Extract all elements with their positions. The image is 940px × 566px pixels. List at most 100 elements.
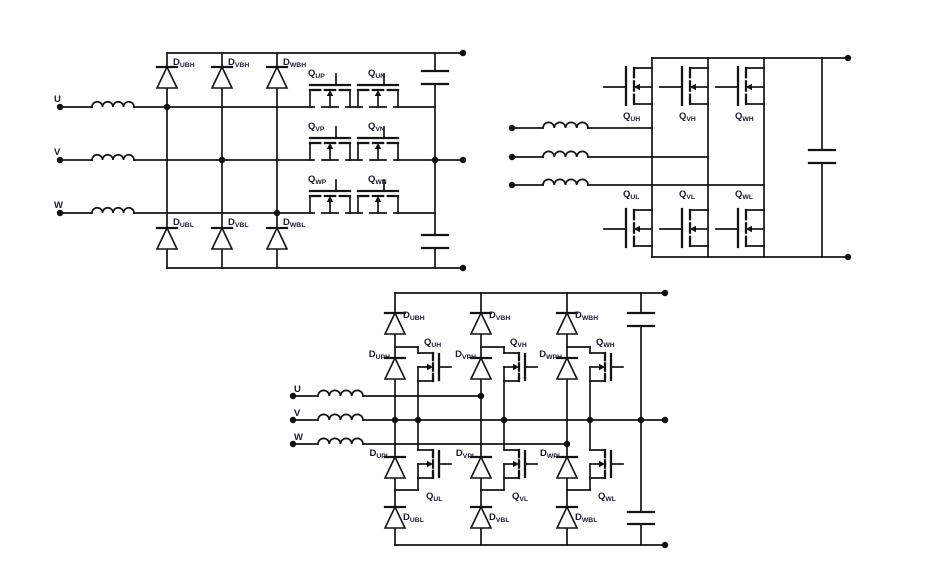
diode-dvbl — [469, 505, 493, 529]
inductor-3 — [542, 178, 589, 186]
diode-dubl — [155, 226, 179, 250]
diode-dwbh — [555, 311, 579, 335]
mosfet-qwl — [715, 207, 765, 249]
diode-dvpl — [469, 455, 493, 479]
label-qvl: QVL — [512, 491, 528, 503]
junction-dot — [661, 541, 669, 549]
mosfet-qvp — [308, 126, 352, 161]
label-dubl: DUBL — [173, 217, 194, 229]
label-dwpl: DWPL — [540, 448, 562, 460]
label-dubl: DUBL — [403, 512, 424, 524]
diode-triangle — [469, 505, 493, 529]
junction-dot — [459, 264, 467, 272]
body-diode-arrow — [634, 83, 640, 91]
junction-dot — [56, 103, 64, 111]
label-qvn: QVN — [368, 121, 385, 133]
junction-dot — [477, 392, 485, 400]
label-dwph: DWPH — [539, 349, 562, 361]
diode-dvbl — [210, 226, 234, 250]
label-qwh: QWH — [735, 111, 754, 123]
mosfet-qun — [356, 73, 400, 108]
label-qwh: QWH — [596, 337, 615, 349]
diode-dwbl — [555, 505, 579, 529]
mosfet-qwp — [308, 179, 352, 214]
diode-triangle — [383, 505, 407, 529]
body-diode-arrow — [746, 225, 752, 233]
label-phase-u: U — [294, 384, 301, 395]
inductor-2 — [542, 150, 589, 158]
label-qvh: QVH — [679, 111, 696, 123]
mosfet-qwl — [589, 448, 624, 480]
diode-triangle — [383, 455, 407, 479]
diode-dubh — [155, 65, 179, 89]
mosfet-qvl — [503, 448, 538, 480]
mosfet-qwh — [589, 351, 624, 383]
diode-triangle — [555, 455, 579, 479]
junction-dot — [459, 156, 467, 164]
mosfet-quh — [417, 351, 452, 383]
junction-dot — [459, 49, 467, 57]
dc-link-cap-bottom — [420, 233, 450, 250]
inductor-v — [91, 153, 135, 161]
body-diode-arrow — [513, 460, 519, 468]
label-qwp: QWP — [308, 174, 327, 186]
junction-dot — [218, 156, 226, 164]
diode-dwbh — [265, 65, 289, 89]
diode-dvph — [469, 356, 493, 380]
body-diode-arrow — [513, 363, 519, 371]
dc-link-cap-top — [420, 69, 450, 86]
body-diode-arrow — [634, 225, 640, 233]
label-dubh: DUBH — [173, 57, 195, 69]
label-quh: QUH — [623, 111, 640, 123]
label-qvh: QVH — [510, 337, 527, 349]
label-dubh: DUBH — [403, 310, 425, 322]
junction-dot — [637, 416, 645, 424]
junction-dot — [273, 209, 281, 217]
junction-dot — [844, 54, 852, 62]
inductor-u — [91, 100, 135, 108]
mosfet-qvn — [356, 126, 400, 161]
diode-triangle — [469, 356, 493, 380]
junction-dot — [508, 153, 516, 161]
junction-dot — [289, 440, 297, 448]
junction-dot — [163, 103, 171, 111]
label-qul: QUL — [623, 189, 639, 201]
mosfet-qul — [603, 207, 653, 249]
diode-dubh — [383, 311, 407, 335]
junction-dot — [500, 416, 508, 424]
mosfet-qvh — [503, 351, 538, 383]
junction-dot — [661, 289, 669, 297]
diode-dvbh — [469, 311, 493, 335]
body-diode-arrow — [427, 363, 433, 371]
diode-dwpl — [555, 455, 579, 479]
diode-triangle — [210, 65, 234, 89]
junction-dot — [391, 416, 399, 424]
label-phase-v: V — [294, 408, 301, 419]
mosfet-qwh — [715, 65, 765, 107]
junction-dot — [586, 416, 594, 424]
body-diode-arrow — [374, 90, 382, 96]
junction-dot — [289, 416, 297, 424]
diode-triangle — [383, 356, 407, 380]
label-dupl: DUPL — [370, 448, 390, 460]
mosfet-qvl — [659, 207, 709, 249]
body-diode-arrow — [599, 460, 605, 468]
label-dvbl: DVBL — [489, 512, 509, 524]
diode-dwph — [555, 356, 579, 380]
diode-dvbh — [210, 65, 234, 89]
diode-dwbl — [265, 226, 289, 250]
body-diode-arrow — [746, 83, 752, 91]
diode-triangle — [155, 65, 179, 89]
label-dvbl: DVBL — [228, 217, 248, 229]
inductor-u — [317, 389, 364, 397]
body-diode-arrow — [326, 143, 334, 149]
label-dvpl: DVPL — [456, 448, 476, 460]
label-phase-w: W — [54, 200, 63, 211]
label-qvp: QVP — [308, 121, 325, 133]
junction-dot — [844, 253, 852, 261]
